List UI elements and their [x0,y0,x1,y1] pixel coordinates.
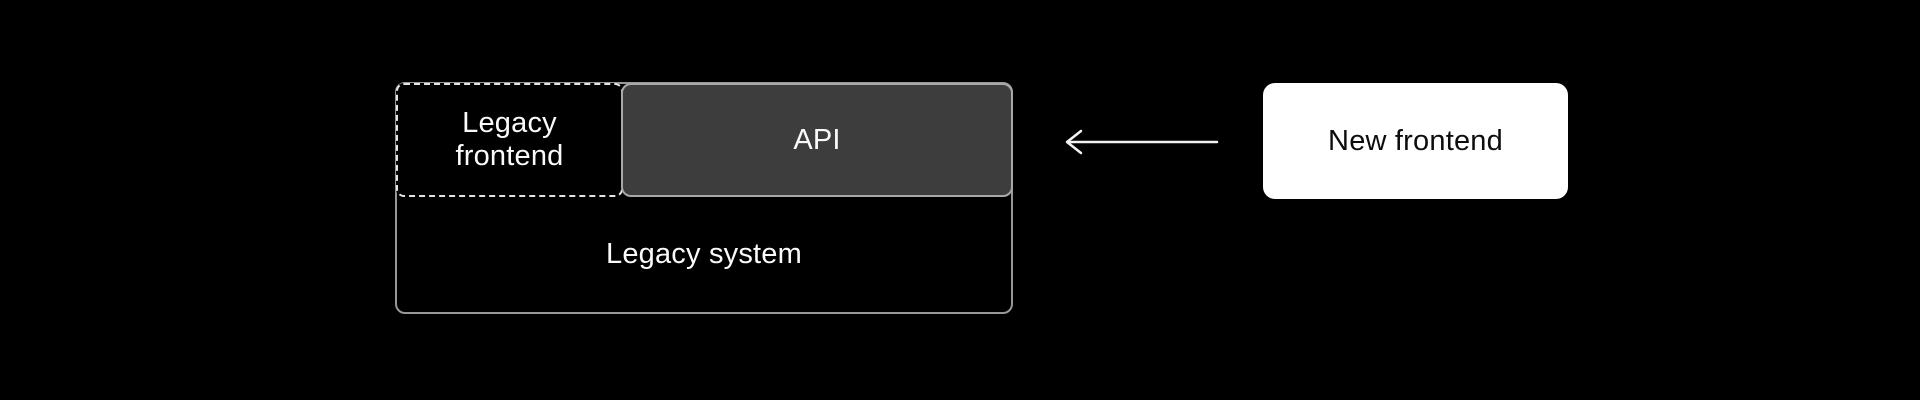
arrow-left-icon [1065,129,1219,155]
api-label: API [793,123,841,156]
legacy-system-label: Legacy system [605,237,802,270]
legacy-frontend-node: Legacy frontend [396,83,623,197]
new-frontend-node: New frontend [1263,83,1568,199]
arrow-head [1065,129,1083,155]
api-node: API [621,83,1013,197]
legacy-frontend-label: Legacy frontend [455,107,564,172]
new-frontend-label: New frontend [1328,124,1503,157]
